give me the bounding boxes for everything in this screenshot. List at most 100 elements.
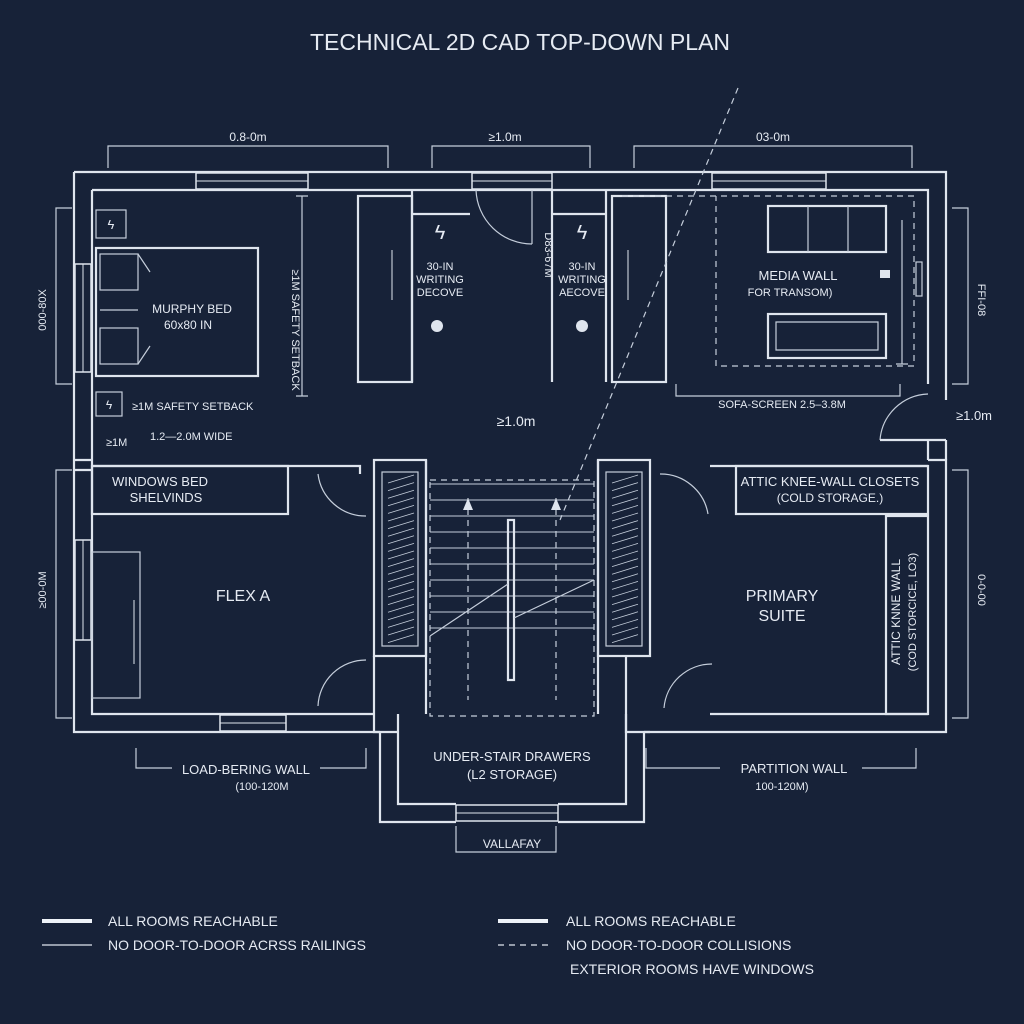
railing-hatch (611, 482, 639, 491)
railing-hatch (611, 550, 639, 560)
legend-right-2: NO DOOR-TO-DOOR COLLISIONS (566, 937, 791, 953)
railing-hatch (387, 565, 415, 575)
vallaway-label: VALLAFAY (483, 837, 541, 851)
railing-hatch (387, 581, 415, 590)
plan-title: TECHNICAL 2D CAD TOP-DOWN PLAN (310, 29, 730, 55)
murphy-bed-size: 60x80 IN (164, 318, 212, 332)
railing-hatch (387, 603, 415, 613)
load-wall-dim: (100-120M (235, 781, 288, 793)
partition-wall-dim: 100-120M) (755, 781, 808, 793)
lightning-icon-right: ϟ (577, 222, 588, 244)
primary-suite-room: ATTIC KNEE-WALL CLOSETS (COLD STORAGE.) … (659, 464, 930, 716)
railing-hatch (387, 505, 415, 514)
railing-hatch (611, 626, 639, 636)
min-width-note: ≥1M (106, 437, 127, 449)
cold-storage-label: (COLD STORAGE.) (777, 491, 883, 505)
railing-hatch (611, 588, 639, 598)
writing-left-2: WRITING (416, 274, 464, 286)
legend-left-2: NO DOOR-TO-DOOR ACRSS RAILINGS (108, 937, 366, 953)
railing-hatch (387, 611, 415, 621)
partition-wall-bracket (645, 748, 917, 769)
writing-left-1: 30-IN (427, 261, 454, 273)
media-room: MEDIA WALL FOR TRANSOM) SOFA-SCREEN 2.5–… (622, 195, 992, 442)
dim-top-mid: ≥1.0m (488, 130, 521, 144)
outlet-icon-right (576, 320, 588, 332)
railing-hatch (387, 520, 415, 529)
dim-right-upper: FFI-08 (975, 284, 987, 316)
railing-hatch (387, 550, 415, 560)
railing-hatch (611, 581, 639, 590)
attic-wall-label: ATTIC KNNE WALL (889, 559, 903, 665)
railing-hatch (611, 489, 639, 499)
railing-hatch (611, 558, 639, 567)
attic-wall-sub: (COD STORCICE, LO3) (907, 553, 919, 671)
railing-hatch (387, 497, 415, 507)
suite-label: SUITE (758, 608, 805, 625)
railing-hatch (387, 558, 415, 567)
flex-a-room: WINDOWS BED SHELVINDS FLEX A (90, 464, 367, 707)
power-outlet-icon: ϟ (108, 217, 115, 232)
railing-hatch (611, 535, 639, 545)
attic-closets-label: ATTIC KNEE-WALL CLOSETS (741, 474, 920, 489)
power-outlet-icon-2: ϟ (106, 398, 113, 412)
flex-a-label: FLEX A (216, 588, 271, 605)
load-wall-bracket (135, 748, 367, 769)
stair (372, 458, 652, 734)
dim-left-lower: ≥00-0M (37, 571, 49, 608)
railing-hatch (611, 611, 639, 621)
railing-hatch (611, 543, 639, 552)
railing-hatch (611, 512, 639, 522)
railing-hatch (611, 520, 639, 529)
partition-wall-label: PARTITION WALL (741, 761, 848, 776)
railing-hatch (387, 588, 415, 598)
l2-storage-label: (L2 STORAGE) (467, 767, 557, 782)
setback-vertical-label: ≥1M SAFETY SETBACK (289, 269, 301, 391)
shelvinds-label: SHELVINDS (130, 490, 203, 505)
windows-bed-label: WINDOWS BED (112, 474, 208, 489)
vallaway-bracket (455, 826, 557, 853)
writing-right-1: 30-IN (569, 261, 596, 273)
railing-hatch (387, 535, 415, 545)
center-dim: ≥1.0m (497, 413, 536, 429)
diagonal-guide-line (559, 87, 739, 521)
railing-hatch (387, 512, 415, 522)
lightning-icon-left: ϟ (435, 222, 446, 244)
railing-hatch (387, 527, 415, 537)
railing-hatch (387, 482, 415, 491)
writing-alcoves: ϟ 30-IN WRITING DECOVE D83-67M ϟ 30-IN W… (356, 189, 668, 384)
dim-top-right: 03-0m (756, 130, 790, 144)
railing-hatch (611, 505, 639, 514)
railing-hatch (611, 527, 639, 537)
outlet-icon-left (431, 320, 443, 332)
railing-hatch (387, 474, 415, 484)
railing-hatch (611, 573, 639, 583)
dimension-lines-side (55, 207, 969, 719)
sofa-screen-dim: SOFA-SCREEN 2.5–3.8M (718, 399, 846, 411)
legend: ALL ROOMS REACHABLE NO DOOR-TO-DOOR ACRS… (42, 913, 814, 977)
railing-hatch (611, 603, 639, 613)
dimension-lines-top (107, 145, 913, 168)
media-wall-label: MEDIA WALL (759, 268, 838, 283)
legend-right-3: EXTERIOR ROOMS HAVE WINDOWS (570, 961, 814, 977)
railing-hatch (387, 489, 415, 499)
exterior-walls (72, 170, 948, 824)
legend-left-1: ALL ROOMS REACHABLE (108, 913, 278, 929)
railing-hatch (387, 626, 415, 636)
dim-right-lower: 0-0-00 (975, 574, 987, 606)
railing-hatch (611, 619, 639, 628)
load-wall-label: LOAD-BERING WALL (182, 762, 310, 777)
windows (74, 172, 827, 822)
murphy-bed-label: MURPHY BED (152, 302, 232, 316)
murphy-bed-room: ϟ MURPHY BED 60x80 IN ≥1M SAFETY SETBACK… (94, 195, 308, 449)
right-door-dim: ≥1.0m (956, 408, 992, 423)
dim-left-upper: 000-80X (37, 289, 49, 331)
railing-hatch (387, 619, 415, 628)
railing-hatch (387, 573, 415, 583)
legend-right-1: ALL ROOMS REACHABLE (566, 913, 736, 929)
railing-hatch (611, 565, 639, 575)
railing-hatch (387, 596, 415, 605)
primary-label: PRIMARY (746, 588, 819, 605)
railing-hatch (611, 634, 639, 643)
